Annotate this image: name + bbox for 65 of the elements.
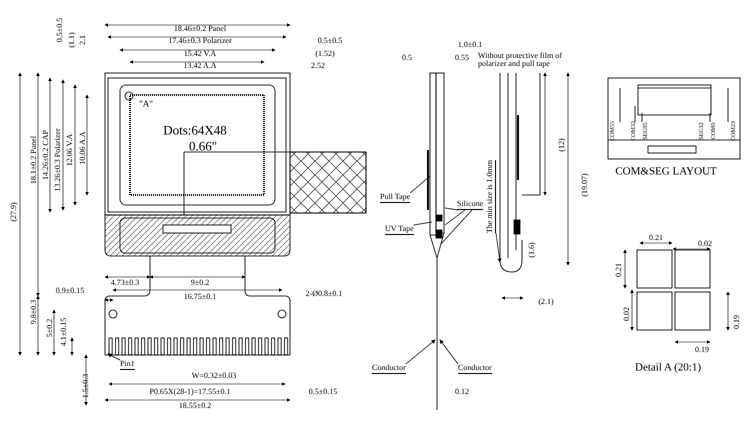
dimension-label: 0.5±0.15 <box>308 388 338 396</box>
leader-line <box>444 210 466 226</box>
dimension-label: W=0.32±0.03 <box>192 372 236 380</box>
display-note: Dots:64X48 <box>163 124 227 136</box>
dimension-label: 0.5±0.5 <box>56 18 64 42</box>
dimension-label: 9.8±0.3 <box>30 300 38 324</box>
dimension-label: 1.0±0.1 <box>458 41 482 49</box>
dimension-label: 1.5±0.3 <box>82 374 90 398</box>
leader-line <box>107 354 120 360</box>
display-note: 0.66" <box>188 140 218 152</box>
leader-line <box>440 210 472 244</box>
note-text: Without protective film of polarizer and pull tape <box>478 52 563 68</box>
dimension-label: 13.42 A.A <box>183 62 217 70</box>
dimension-label: 0.5 <box>402 54 412 62</box>
dimension-label: 0.02 <box>698 240 712 248</box>
detail-marker: "A" <box>139 100 153 108</box>
view-title: Detail A (20:1) <box>635 362 701 374</box>
callout-label: Pull Tape <box>380 193 410 203</box>
dimension-label: 0.19 <box>695 346 709 354</box>
dimension-label: (1.52) <box>315 50 335 58</box>
leader-line <box>405 340 436 364</box>
dimension-label: 0.02 <box>623 307 631 321</box>
dimension-label: 2.1 <box>79 35 87 45</box>
dimension-label: 13.26±0.3 Polarizer <box>54 128 62 192</box>
dimension-label: 18.46±0.2 Panel <box>174 25 226 33</box>
dimension-label: (19.07) <box>581 173 589 197</box>
dimension-label: 5±0.2 <box>46 318 54 338</box>
dimension-label: 17.46±0.3 Polarizer <box>168 37 232 45</box>
callout-label: Conductor <box>372 364 406 374</box>
dimension-label: 2.52 <box>311 62 325 70</box>
leader-line <box>440 339 458 364</box>
leader-line <box>413 222 432 226</box>
dimension-label: 16.75±0.1 <box>184 293 216 301</box>
dimension-label: 4.1±0.15 <box>60 318 68 346</box>
dimension-label: 0.12 <box>455 388 469 396</box>
dimension-label: 2-Ø0.8±0.1 <box>306 290 342 298</box>
dimension-label: P0.65X(28-1)=17.55±0.1 <box>149 388 231 396</box>
callout-label: Pin1 <box>120 360 135 370</box>
dimension-label: 15.42 V.A <box>184 50 216 58</box>
dimension-label: 9±0.2 <box>190 279 210 287</box>
dimension-label: 10.06 A.A <box>79 131 87 165</box>
dimension-label: 14.26±0.2 CAP <box>42 130 50 180</box>
dimension-label: (1.6) <box>528 242 536 258</box>
leader-line <box>444 208 458 210</box>
view-title: COM&SEG LAYOUT <box>615 166 717 178</box>
callout-label: The min size is 1.0mm <box>486 160 496 234</box>
dimension-label: 0.5±0.5 <box>318 37 342 45</box>
callout-label: UV Tape <box>385 225 414 235</box>
callout-label: Silicone <box>457 200 484 210</box>
dimension-label: 0.21 <box>649 234 663 242</box>
dimension-label: 0.55 <box>455 54 469 62</box>
dimension-label: (2.1) <box>538 298 554 306</box>
leader-line <box>410 176 430 194</box>
dimension-label: 18.1±0.2 Panel <box>30 136 38 184</box>
dimension-label: 4.73±0.3 <box>110 279 140 287</box>
dimension-label: 0.19 <box>733 315 741 329</box>
dimension-label: 0.9±0.15 <box>56 287 84 295</box>
dimension-label: (1.1) <box>68 32 76 48</box>
callout-label: Conductor <box>458 364 492 374</box>
dimension-label: 0.21 <box>615 263 623 277</box>
leader-line <box>496 232 502 263</box>
dimension-label: (27.9) <box>10 202 18 222</box>
dimension-label: (12) <box>558 138 566 152</box>
dimension-label: 12.06 V.A <box>66 134 74 166</box>
dimension-label: 18.55±0.2 <box>178 402 212 410</box>
